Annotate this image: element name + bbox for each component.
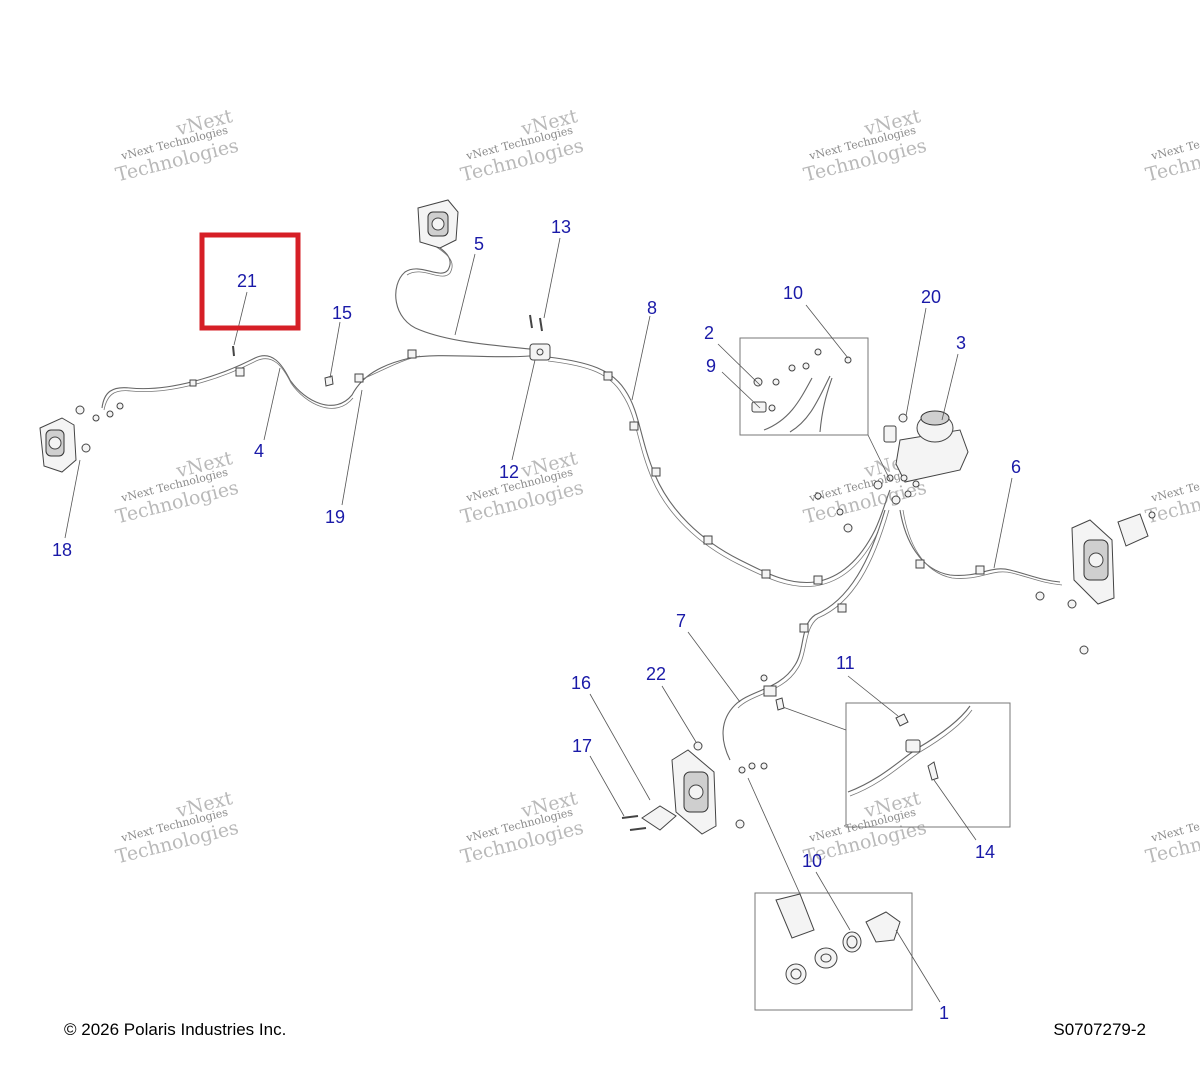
callout-16[interactable]: 16	[571, 673, 591, 693]
watermark: vNext vNext Technologies Technologies	[113, 787, 240, 868]
callout-3[interactable]: 3	[956, 333, 966, 353]
callout-4[interactable]: 4	[254, 441, 264, 461]
callout-11[interactable]: 11	[836, 653, 855, 673]
front-right-caliper[interactable]	[1035, 511, 1156, 655]
watermark: vNext vNext Technologies Technologies	[113, 105, 240, 186]
hose-clips	[189, 349, 985, 697]
master-cylinder[interactable]	[883, 410, 969, 483]
brake-line-19[interactable]	[359, 355, 421, 381]
callout-21[interactable]: 21	[237, 271, 257, 291]
drawing-number: S0707279-2	[1053, 1020, 1146, 1039]
callout-5[interactable]: 5	[474, 234, 484, 254]
callout-1[interactable]: 1	[939, 1003, 949, 1023]
callout-8[interactable]: 8	[647, 298, 657, 318]
watermark: vNext vNext Technologies Technologies	[1143, 805, 1200, 868]
highlight-box	[199, 232, 301, 331]
clip-15	[324, 375, 334, 387]
callout-labels: 21 15 5 13 8 10 20 3 2 9 4 12 19 18 6 7 …	[52, 217, 1021, 1023]
callout-13[interactable]: 13	[551, 217, 571, 237]
callout-7[interactable]: 7	[676, 611, 686, 631]
brake-line-7[interactable]	[722, 509, 886, 761]
callout-19[interactable]: 19	[325, 507, 345, 527]
callout-10-lower[interactable]: 10	[802, 851, 822, 871]
callout-18[interactable]: 18	[52, 540, 72, 560]
watermark: vNext vNext Technologies Technologies	[458, 105, 585, 186]
callout-22[interactable]: 22	[646, 664, 666, 684]
callout-14[interactable]: 14	[975, 842, 995, 862]
screw-21	[232, 345, 235, 357]
rear-left-caliper[interactable]	[39, 402, 124, 473]
watermark: vNext vNext Technologies Technologies	[1143, 123, 1200, 186]
callout-12[interactable]: 12	[499, 462, 519, 482]
inset-detail-banjo	[747, 777, 913, 1011]
rear-right-caliper[interactable]	[417, 199, 459, 249]
callout-20[interactable]: 20	[921, 287, 941, 307]
front-left-caliper[interactable]	[621, 674, 768, 835]
leader-lines	[64, 237, 1013, 1003]
watermark: vNext vNext Technologies Technologies	[1143, 465, 1200, 528]
watermark: vNext vNext Technologies Technologies	[458, 787, 585, 868]
brake-line-5[interactable]	[395, 237, 541, 351]
inset-detail-upper	[739, 337, 891, 481]
inset-detail-clip	[775, 697, 1011, 828]
callout-2[interactable]: 2	[704, 323, 714, 343]
callout-17[interactable]: 17	[572, 736, 592, 756]
watermark: vNext vNext Technologies Technologies	[113, 447, 240, 528]
banjo-fittings	[814, 474, 920, 533]
copyright-notice: © 2026 Polaris Industries Inc.	[64, 1020, 287, 1039]
callout-10-upper[interactable]: 10	[783, 283, 803, 303]
brake-line-8[interactable]	[547, 356, 891, 584]
brake-line-4[interactable]	[101, 354, 541, 409]
brake-tee-block[interactable]	[529, 343, 551, 361]
callout-15[interactable]: 15	[332, 303, 352, 323]
watermark: vNext vNext Technologies Technologies	[801, 105, 928, 186]
watermark-group: vNext vNext Technologies Technologies vN…	[113, 105, 1200, 868]
callout-9[interactable]: 9	[706, 356, 716, 376]
watermark: vNext vNext Technologies Technologies	[458, 447, 585, 528]
bolts-13	[529, 314, 543, 332]
callout-6[interactable]: 6	[1011, 457, 1021, 477]
